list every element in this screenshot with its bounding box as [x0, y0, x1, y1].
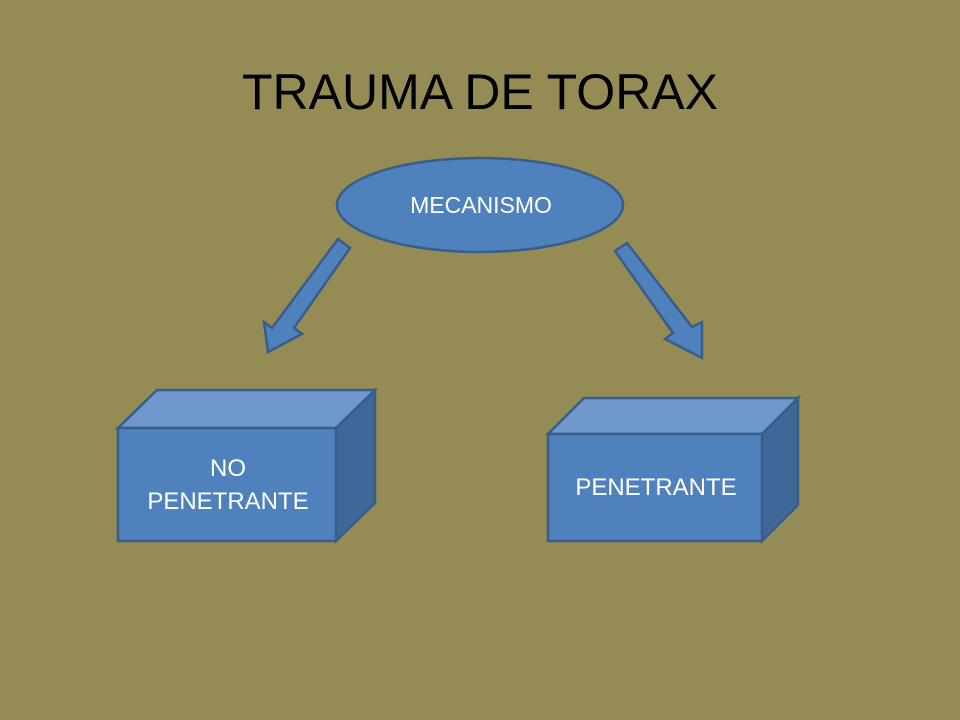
no-penetrante-cube — [114, 387, 379, 544]
arrow-to-no-penetrante — [262, 237, 352, 354]
mecanismo-label: MECANISMO — [410, 191, 552, 218]
penetrante-cube — [544, 394, 802, 545]
mecanismo-ellipse — [335, 156, 625, 254]
penetrante-cube-front — [546, 432, 764, 543]
slide-title: TRAUMA DE TORAX — [241, 64, 719, 120]
no-penetrante-cube-front — [116, 426, 338, 543]
penetrante-cube-top — [544, 396, 802, 436]
no-penetrante-cube-top — [114, 388, 379, 430]
arrow-to-penetrante — [613, 241, 704, 361]
penetrante-label: PENETRANTE — [575, 474, 737, 501]
